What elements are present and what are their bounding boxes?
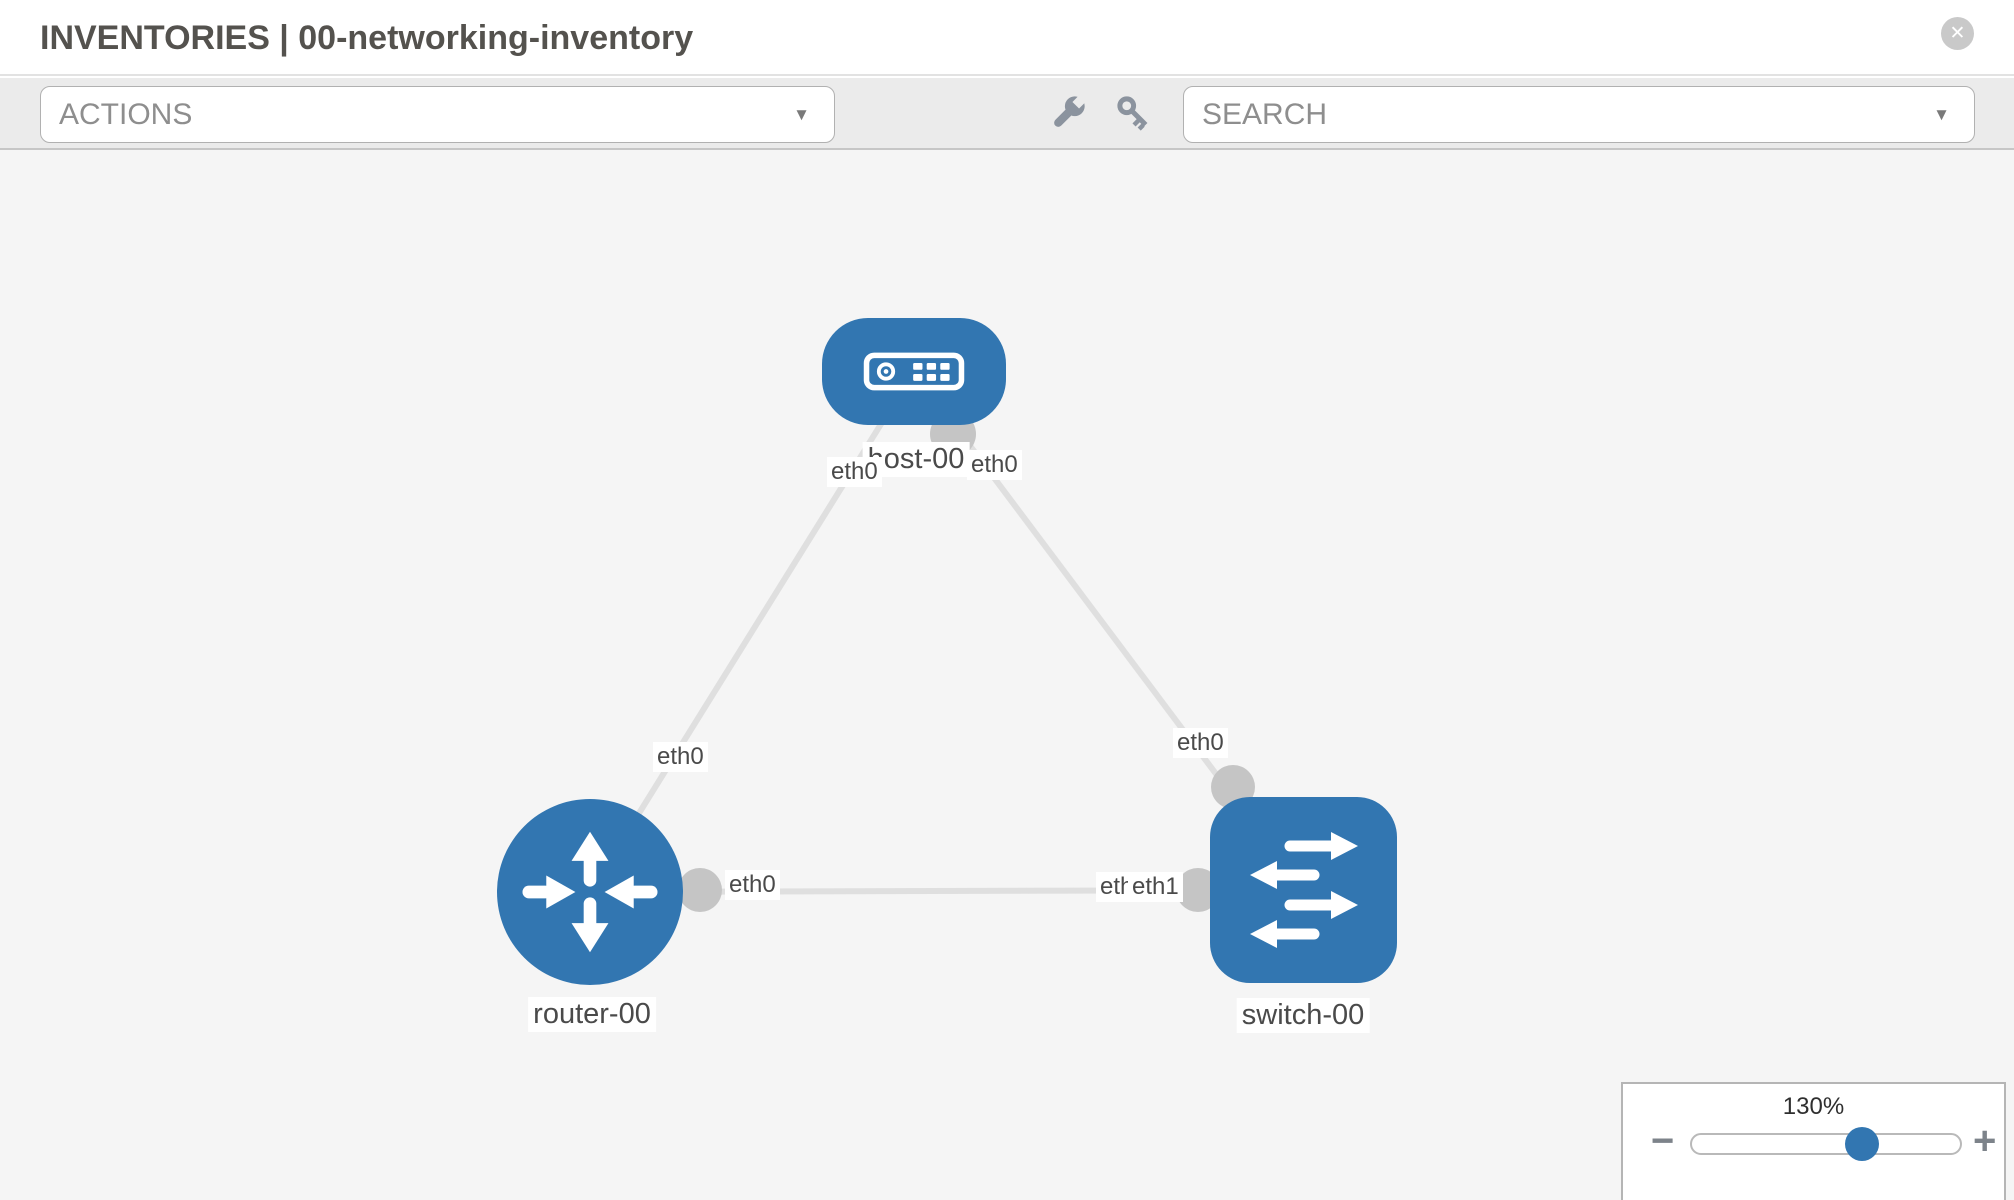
host-icon [863, 352, 965, 391]
router-icon [522, 831, 658, 953]
search-dropdown[interactable]: SEARCH ▼ [1183, 86, 1975, 143]
interface-ports [678, 411, 1255, 912]
header: INVENTORIES | 00-networking-inventory ✕ [0, 0, 2014, 76]
actions-dropdown[interactable]: ACTIONS ▼ [40, 86, 835, 143]
interface-label-host-eth0-right: eth0 [967, 450, 1022, 480]
interface-label-switch-eth1: eth1 [1128, 872, 1183, 902]
zoom-in-button[interactable]: + [1973, 1119, 1997, 1163]
zoom-level-value: 130% [1782, 1093, 1845, 1120]
toolbar: ACTIONS ▼ SEARCH ▼ [0, 78, 2014, 150]
wrench-icon [1054, 93, 1088, 127]
interface-label-host-eth0-left: eth0 [827, 457, 882, 487]
zoom-slider-track[interactable] [1690, 1127, 1962, 1161]
node-host-00[interactable] [822, 318, 1006, 425]
page-title: INVENTORIES | 00-networking-inventory [40, 19, 694, 57]
port-switch-eth1 [1176, 868, 1220, 912]
topology-edges-layer [587, 369, 1306, 912]
configure-tools-button[interactable] [1044, 92, 1090, 138]
interface-label-switch-link-eth0: eth0 [1173, 728, 1228, 758]
interface-label-router-eth0: eth0 [725, 870, 780, 900]
topology-canvas[interactable]: host-00 router-00 switch-00 eth0 eth0 et… [0, 150, 2014, 1200]
switch-icon [1249, 832, 1358, 948]
zoom-slider-handle[interactable] [1845, 1127, 1879, 1161]
node-switch-00[interactable] [1210, 797, 1397, 983]
close-icon[interactable]: ✕ [1941, 17, 1974, 50]
search-input-placeholder: SEARCH [1202, 97, 1328, 131]
node-label-router: router-00 [528, 997, 656, 1032]
chevron-down-icon: ▼ [1933, 104, 1950, 124]
key-icon [1117, 96, 1148, 131]
node-router-00[interactable] [497, 799, 683, 985]
chevron-down-icon: ▼ [793, 104, 810, 124]
zoom-control-panel: 130% − + [1621, 1082, 2006, 1200]
actions-dropdown-label: ACTIONS [59, 97, 193, 131]
key-credentials-button[interactable] [1112, 92, 1158, 138]
node-label-switch: switch-00 [1236, 998, 1370, 1033]
interface-label-router-link-eth0: eth0 [653, 742, 708, 772]
zoom-out-button[interactable]: − [1651, 1119, 1675, 1163]
port-router-eth0 [678, 868, 722, 912]
